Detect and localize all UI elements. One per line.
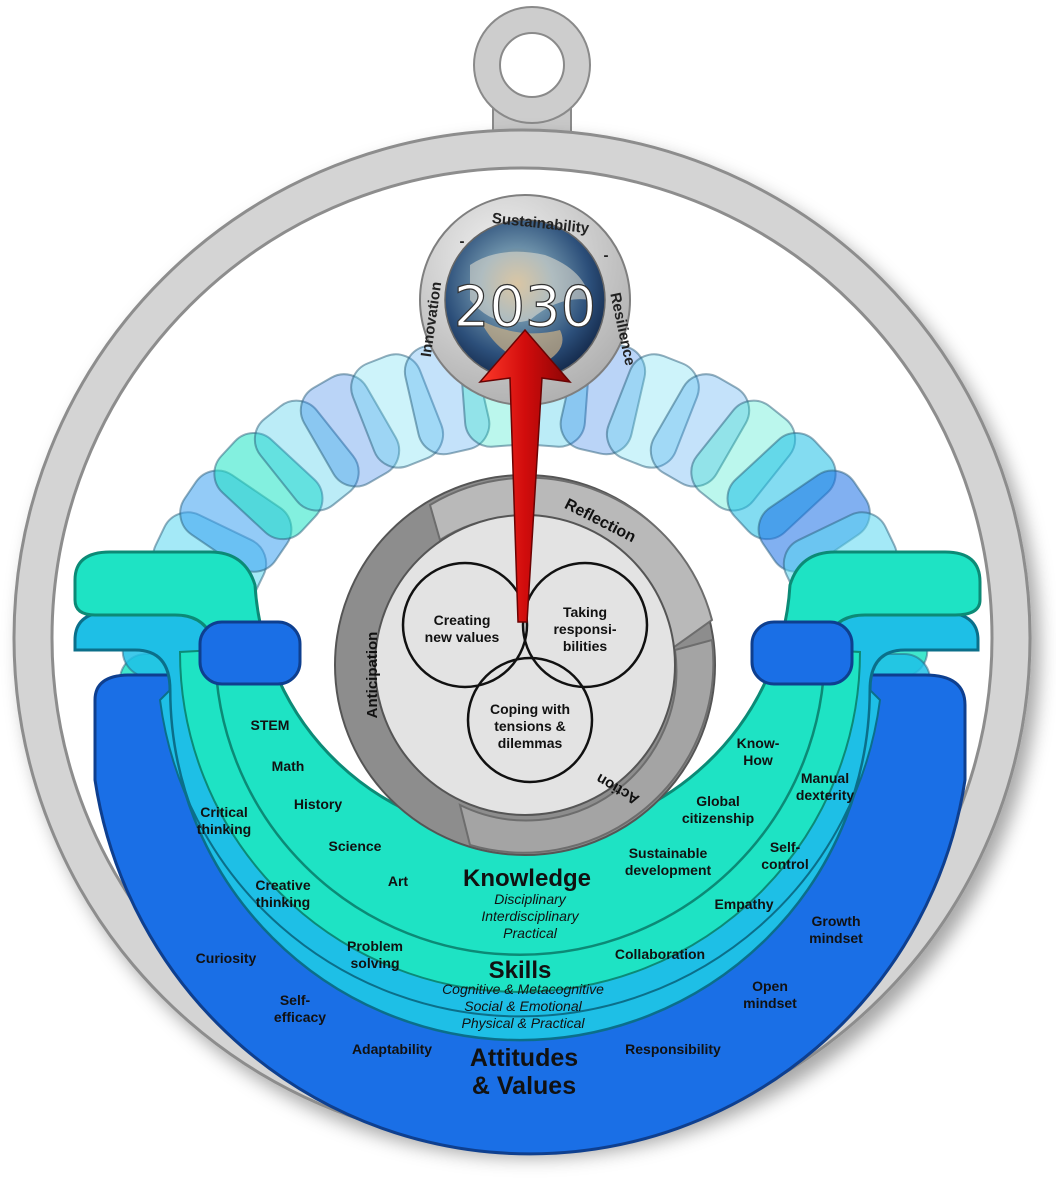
globe-sep-left: -	[460, 233, 465, 250]
knowledge-art: Art	[388, 873, 409, 889]
skills-title: Skills	[489, 957, 552, 984]
knowledge-math: Math	[272, 758, 305, 774]
skills-manual-2: dexterity	[796, 787, 855, 803]
attitudes-growth-2: mindset	[809, 930, 863, 946]
coping-line3: dilemmas	[498, 735, 563, 751]
skills-sub-1: Cognitive & Metacognitive	[442, 981, 604, 997]
anticipation-label: Anticipation	[364, 632, 381, 719]
attitudes-title-2: & Values	[472, 1072, 576, 1100]
attitudes-curiosity: Curiosity	[196, 950, 257, 966]
knowledge-title: Knowledge	[463, 865, 591, 892]
skills-selfcontrol-2: control	[761, 856, 808, 872]
attitudes-selfefficacy-2: efficacy	[274, 1009, 326, 1025]
skills-sub-3: Physical & Practical	[462, 1015, 586, 1031]
taking-line3: bilities	[563, 638, 608, 654]
skills-manual-1: Manual	[801, 770, 849, 786]
skills-empathy: Empathy	[714, 896, 773, 912]
globe-year: 2030	[454, 275, 597, 340]
attitudes-adaptability: Adaptability	[352, 1041, 432, 1057]
knowledge-knowhow-1: Know-	[737, 735, 780, 751]
knowledge-sustainable-2: development	[625, 862, 712, 878]
skills-critical-1: Critical	[200, 804, 247, 820]
globe-sep-right: -	[604, 247, 609, 264]
left-knot	[200, 622, 300, 684]
knowledge-global-2: citizenship	[682, 810, 754, 826]
skills-critical-2: thinking	[197, 821, 251, 837]
creating-line2: new values	[425, 629, 500, 645]
attitudes-selfefficacy-1: Self-	[280, 992, 311, 1008]
knowledge-science: Science	[329, 838, 382, 854]
coping-line2: tensions &	[494, 718, 566, 734]
knowledge-history: History	[294, 796, 342, 812]
attitudes-title-1: Attitudes	[470, 1044, 578, 1072]
skills-problem-1: Problem	[347, 938, 403, 954]
right-knot	[752, 622, 852, 684]
knowledge-sub-1: Disciplinary	[494, 891, 567, 907]
knowledge-sub-3: Practical	[503, 925, 558, 941]
skills-problem-2: solving	[350, 955, 399, 971]
knowledge-stem: STEM	[251, 717, 290, 733]
taking-line1: Taking	[563, 604, 607, 620]
attitudes-growth-1: Growth	[812, 913, 861, 929]
knowledge-knowhow-2: How	[743, 752, 773, 768]
attitudes-open-2: mindset	[743, 995, 797, 1011]
taking-line2: responsi-	[553, 621, 616, 637]
knowledge-sustainable-1: Sustainable	[629, 845, 708, 861]
creating-line1: Creating	[434, 612, 491, 628]
skills-sub-2: Social & Emotional	[464, 998, 582, 1014]
skills-collaboration: Collaboration	[615, 946, 705, 962]
skills-selfcontrol-1: Self-	[770, 839, 801, 855]
skills-creative-2: thinking	[256, 894, 310, 910]
attitudes-open-1: Open	[752, 978, 788, 994]
knowledge-global-1: Global	[696, 793, 740, 809]
skills-creative-1: Creative	[255, 877, 310, 893]
pendant-loop	[474, 7, 590, 146]
coping-line1: Coping with	[490, 701, 570, 717]
attitudes-responsibility: Responsibility	[625, 1041, 721, 1057]
knowledge-sub-2: Interdisciplinary	[481, 908, 579, 924]
